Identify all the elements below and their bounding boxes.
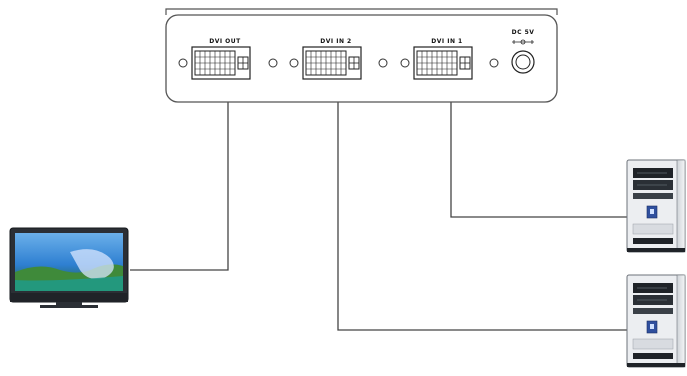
desktop-computer-icon-bottom [626, 274, 686, 368]
polarity-icon [512, 39, 534, 45]
port-label-out: DVI OUT [209, 38, 241, 45]
port-dvi-in-1: DVI IN 1 [400, 38, 499, 80]
cables [130, 80, 630, 331]
monitor-icon [9, 227, 129, 308]
port-label-in1: DVI IN 1 [431, 38, 462, 45]
cable-in1-to-pc-top [450, 80, 630, 218]
power-jack: DC 5V [511, 29, 535, 74]
port-dvi-in-2: DVI IN 2 [289, 38, 388, 80]
desktop-computer-icon-top [626, 159, 686, 253]
port-label-in2: DVI IN 2 [320, 38, 351, 45]
power-label: DC 5V [512, 29, 535, 36]
cable-out-to-monitor [130, 80, 229, 271]
cable-in2-to-pc-bottom [337, 80, 630, 331]
port-dvi-out: DVI OUT [178, 38, 278, 80]
